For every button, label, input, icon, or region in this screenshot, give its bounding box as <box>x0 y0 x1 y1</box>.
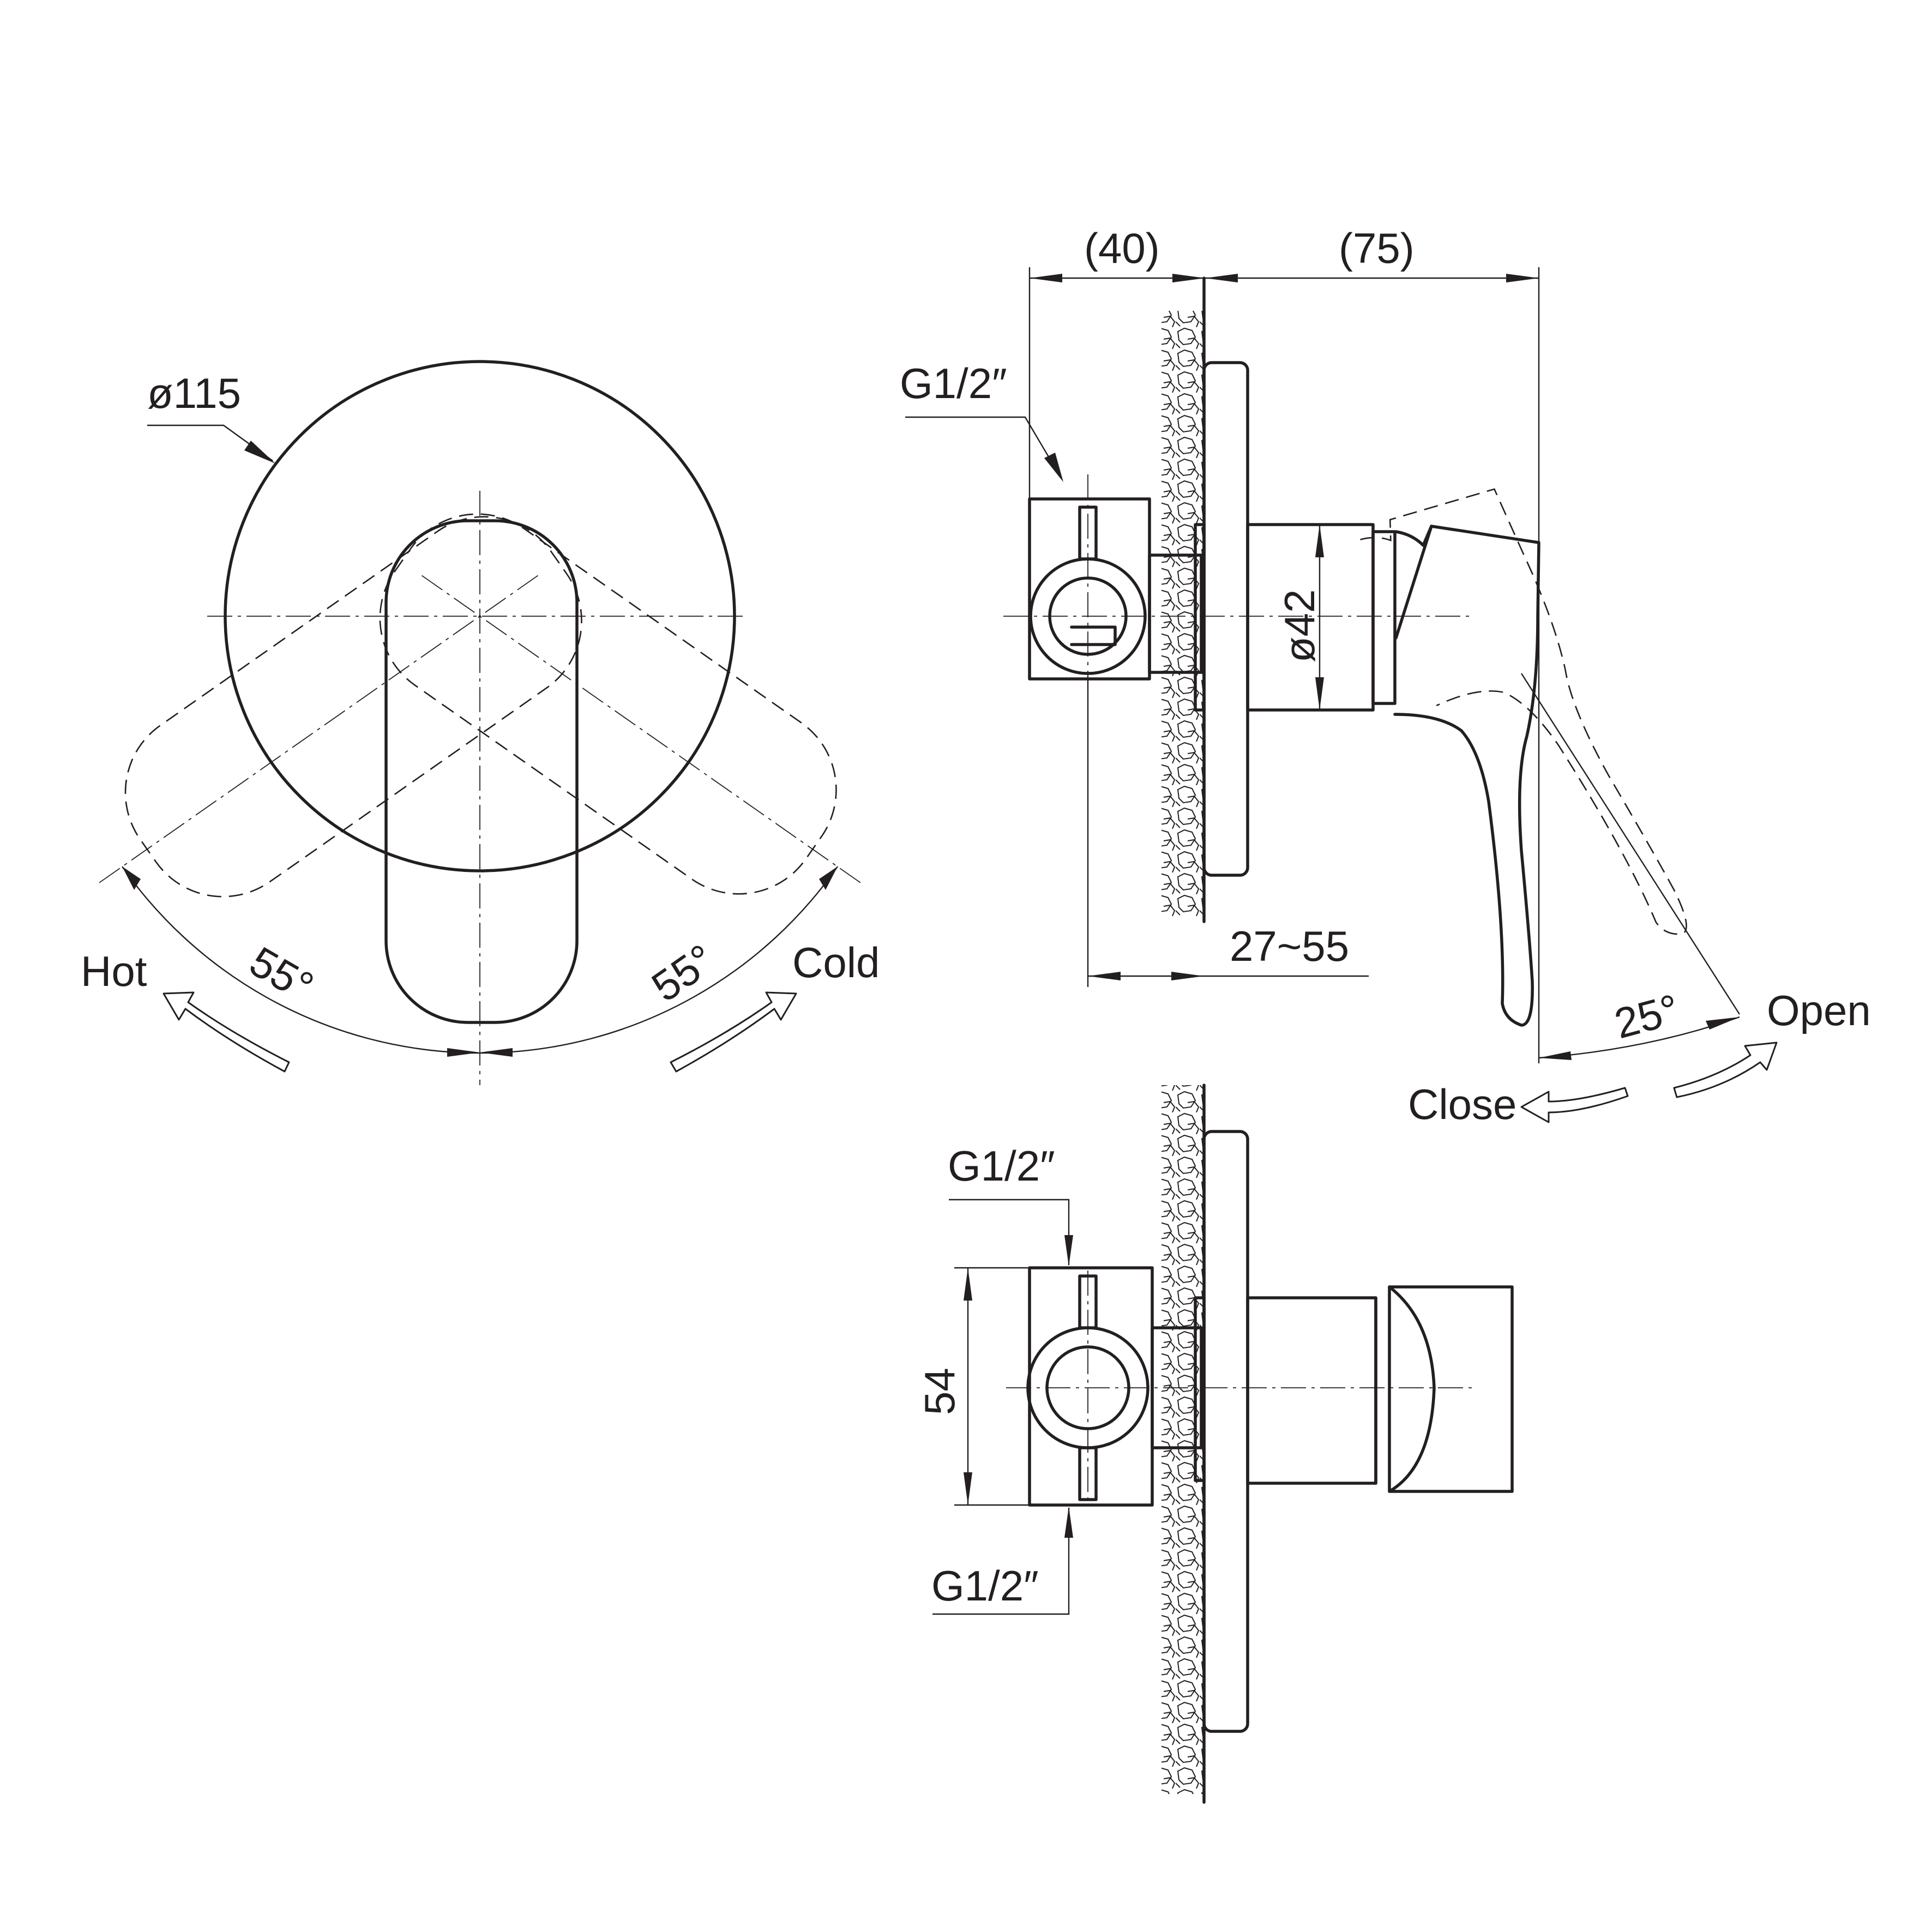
depth-inlet-label: (40) <box>1084 224 1160 272</box>
inlet-pin-slot <box>1070 625 1117 646</box>
dim-42-arrow-bottom <box>1315 677 1324 710</box>
bottom-valve-stem <box>1151 1326 1203 1449</box>
open-direction-arrow <box>1673 1042 1778 1098</box>
arc-arrow-hot-end <box>122 866 141 890</box>
bottom-top-thread-arrow <box>1064 1235 1073 1266</box>
arc-arrow-cold-end <box>819 866 838 890</box>
side-thread-label: G1/2″ <box>900 359 1007 407</box>
bottom-escutcheon-plate <box>1202 1130 1249 1733</box>
bottom-bottom-thread-arrow <box>1064 1507 1073 1538</box>
side-escutcheon-plate <box>1202 361 1249 877</box>
hot-angle-label: 55° <box>242 937 322 1011</box>
close-direction-arrow <box>1520 1087 1629 1123</box>
dim-40-arrow-left <box>1030 274 1062 282</box>
bottom-view: 54 G1/2″ G1/2″ <box>916 1084 1514 1804</box>
lever-handle-open-position <box>1360 488 1687 935</box>
dim-42-arrow-top <box>1315 525 1324 557</box>
side-thread-arrow <box>1044 453 1063 482</box>
wall-range-label: 27~55 <box>1230 922 1349 970</box>
side-view: (40) (75) G1/2″ ø42 <box>900 224 1871 1128</box>
body-diameter-label: ø42 <box>1275 589 1323 663</box>
open-angle-arrow-right <box>1706 1017 1740 1030</box>
dim-54-arrow-bottom <box>964 1472 972 1505</box>
open-angle-arrow-left <box>1539 1051 1572 1060</box>
hot-direction-arrow <box>162 991 290 1073</box>
dim-75-arrow-left <box>1205 274 1238 282</box>
bottom-cartridge-body <box>1246 1296 1377 1485</box>
arc-arrow-center-right <box>480 1048 513 1057</box>
cold-angle-label: 55° <box>643 935 723 1011</box>
cold-label: Cold <box>792 938 880 986</box>
rotation-angle-arc <box>122 866 838 1054</box>
close-label: Close <box>1408 1080 1516 1128</box>
handle-cold-position <box>95 516 582 898</box>
hot-label: Hot <box>81 947 147 995</box>
valve-flange-side <box>1194 523 1206 712</box>
diameter-label: ø115 <box>147 369 241 417</box>
height-label: 54 <box>916 1368 964 1415</box>
bottom-handle-block <box>1388 1285 1514 1493</box>
bottom-valve-flange <box>1194 1296 1206 1482</box>
dim-75-arrow-right <box>1506 274 1539 282</box>
open-angle-label: 25° <box>1610 985 1684 1048</box>
bottom-top-thread-leader <box>949 1199 1070 1265</box>
diameter-leader-arrow <box>244 441 275 464</box>
handle-hot-position <box>379 513 864 895</box>
diameter-leader-line <box>147 424 273 461</box>
dim-54-arrow-top <box>964 1268 972 1301</box>
bottom-top-thread-label: G1/2″ <box>948 1142 1055 1190</box>
side-thread-leader <box>905 416 1062 478</box>
cold-direction-arrow <box>670 991 797 1073</box>
cartridge-collar <box>1371 530 1397 705</box>
lever-handle-edge <box>1394 525 1433 640</box>
dim-wall-arrow-left <box>1088 972 1121 980</box>
front-view: ø115 Hot Cold 55° 55° <box>81 360 880 1085</box>
arc-arrow-center-left <box>447 1048 480 1057</box>
bottom-bottom-thread-leader <box>932 1508 1070 1615</box>
lever-handle-side <box>1393 525 1540 1027</box>
valve-stem-side <box>1148 553 1203 674</box>
dim-40-arrow-right <box>1172 274 1205 282</box>
depth-handle-label: (75) <box>1339 224 1415 272</box>
bottom-bottom-thread-label: G1/2″ <box>931 1562 1039 1610</box>
open-angle-ref-line <box>1520 673 1741 1015</box>
lever-handle-front <box>384 519 579 1024</box>
bottom-handle-curve <box>1388 1285 1436 1493</box>
dim-wall-arrow-right <box>1171 972 1204 980</box>
open-label: Open <box>1767 986 1871 1034</box>
